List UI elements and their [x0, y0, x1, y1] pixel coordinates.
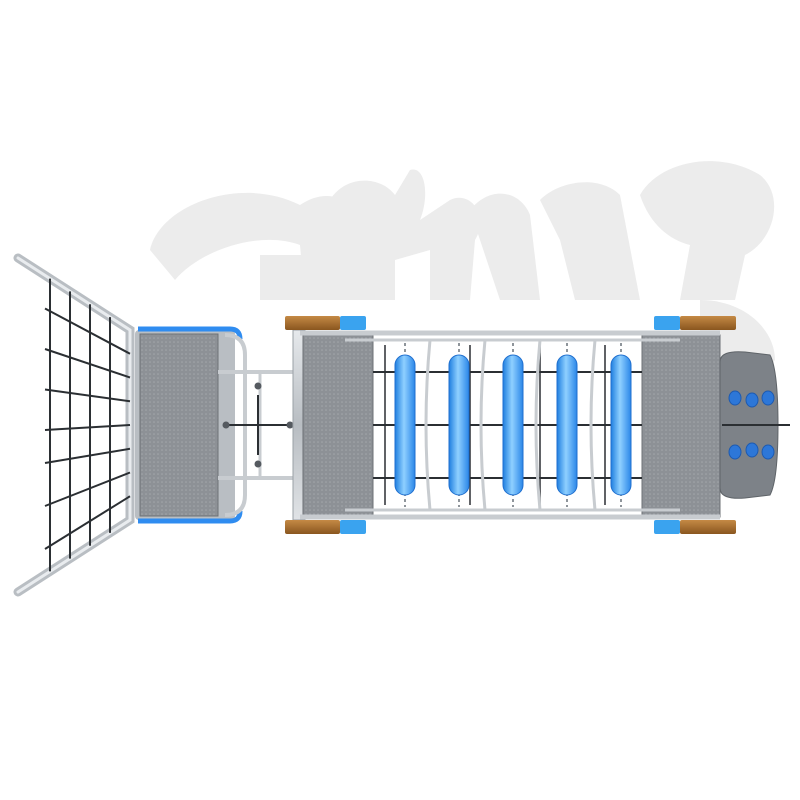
wood-beam-bottom-right: [680, 520, 736, 534]
left-platform: [135, 326, 300, 524]
net-rope-horizontal: [44, 447, 131, 464]
wood-beam-top-left: [285, 316, 340, 330]
roller: [394, 354, 416, 496]
panel-knob: [761, 390, 775, 406]
cap-top-right: [654, 316, 680, 330]
bridge-arch: [424, 339, 432, 511]
panel-knob: [761, 444, 775, 460]
net-rope-horizontal: [44, 495, 131, 550]
net-rope-horizontal: [44, 348, 131, 379]
bridge-arch: [479, 339, 487, 511]
rollers: [394, 343, 632, 507]
net-rope-horizontal: [44, 388, 131, 403]
roller: [502, 354, 524, 496]
panel-knobs: [728, 390, 775, 460]
cap-top-left: [340, 316, 366, 330]
bridge-arch: [589, 339, 597, 511]
climbing-net: [13, 253, 135, 597]
cap-bottom-right: [654, 520, 680, 534]
activity-panel: [719, 351, 790, 499]
wood-beam-bottom-left: [285, 520, 340, 534]
panel-knob: [745, 392, 759, 408]
roller-bridge: [285, 316, 736, 534]
ground-shadow: [150, 161, 775, 380]
roller: [610, 354, 632, 496]
net-rope-horizontal: [44, 307, 131, 355]
net-ropes: [44, 278, 131, 572]
roller: [556, 354, 578, 496]
panel-knob: [728, 390, 742, 406]
wood-beam-top-right: [680, 316, 736, 330]
bridge-arch: [534, 339, 542, 511]
net-rope-horizontal: [44, 471, 131, 507]
panel-knob: [728, 444, 742, 460]
panel-knob: [745, 442, 759, 458]
cap-bottom-left: [340, 520, 366, 534]
roller: [448, 354, 470, 496]
net-rope-horizontal: [44, 424, 131, 431]
